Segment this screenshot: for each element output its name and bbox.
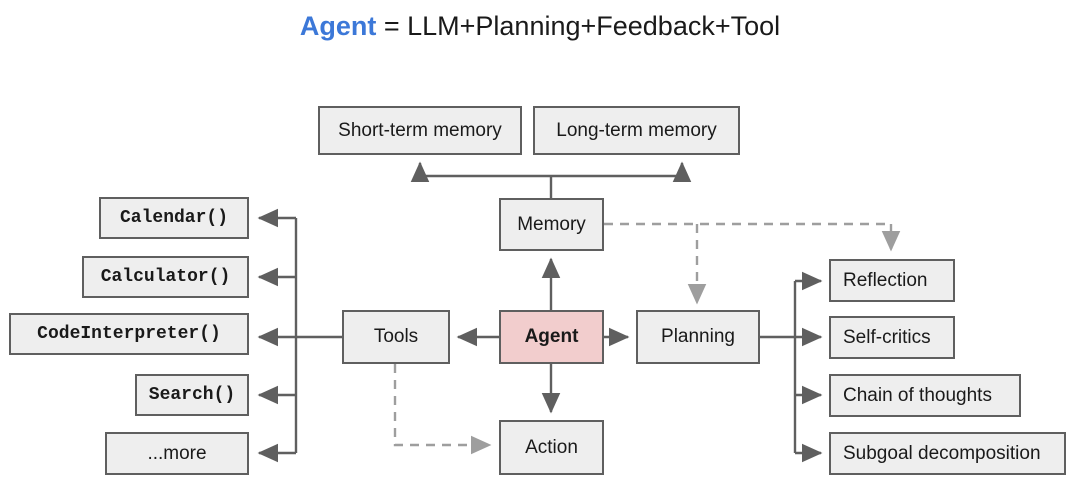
node-label: ...more	[147, 442, 207, 464]
node-agent[interactable]: Agent	[499, 310, 604, 364]
title-rest: = LLM+Planning+Feedback+Tool	[376, 11, 781, 41]
node-label: Reflection	[843, 269, 928, 291]
node-label: Subgoal decomposition	[843, 442, 1041, 464]
node-action[interactable]: Action	[499, 420, 604, 475]
node-label: Agent	[524, 326, 579, 347]
node-label: Long-term memory	[556, 119, 717, 141]
node-search[interactable]: Search()	[135, 374, 249, 416]
node-calendar[interactable]: Calendar()	[99, 197, 249, 239]
node-calculator[interactable]: Calculator()	[82, 256, 249, 298]
node-tools[interactable]: Tools	[342, 310, 450, 364]
node-label: Planning	[661, 326, 735, 347]
node-long-term-memory[interactable]: Long-term memory	[533, 106, 740, 155]
node-label: Action	[525, 436, 578, 458]
node-self-critics[interactable]: Self-critics	[829, 316, 955, 359]
node-label: Search()	[148, 385, 236, 405]
node-memory[interactable]: Memory	[499, 198, 604, 251]
node-subgoal-decomposition[interactable]: Subgoal decomposition	[829, 432, 1066, 475]
node-label: Calendar()	[119, 208, 229, 228]
node-code-interpreter[interactable]: CodeInterpreter()	[9, 313, 249, 355]
node-planning[interactable]: Planning	[636, 310, 760, 364]
node-label: Self-critics	[843, 326, 931, 348]
node-label: Short-term memory	[338, 119, 502, 141]
node-label: CodeInterpreter()	[37, 324, 221, 344]
title-keyword: Agent	[299, 11, 377, 41]
node-short-term-memory[interactable]: Short-term memory	[318, 106, 522, 155]
node-label: Calculator()	[100, 267, 231, 287]
node-reflection[interactable]: Reflection	[829, 259, 955, 302]
node-chain-of-thoughts[interactable]: Chain of thoughts	[829, 374, 1021, 417]
node-label: Memory	[517, 213, 586, 235]
node-label: Chain of thoughts	[843, 384, 992, 406]
edge-tools-action-dashed	[393, 364, 492, 455]
node-label: Tools	[373, 326, 419, 347]
page-title: Agent = LLM+Planning+Feedback+Tool	[0, 8, 1080, 44]
node-more[interactable]: ...more	[105, 432, 249, 475]
